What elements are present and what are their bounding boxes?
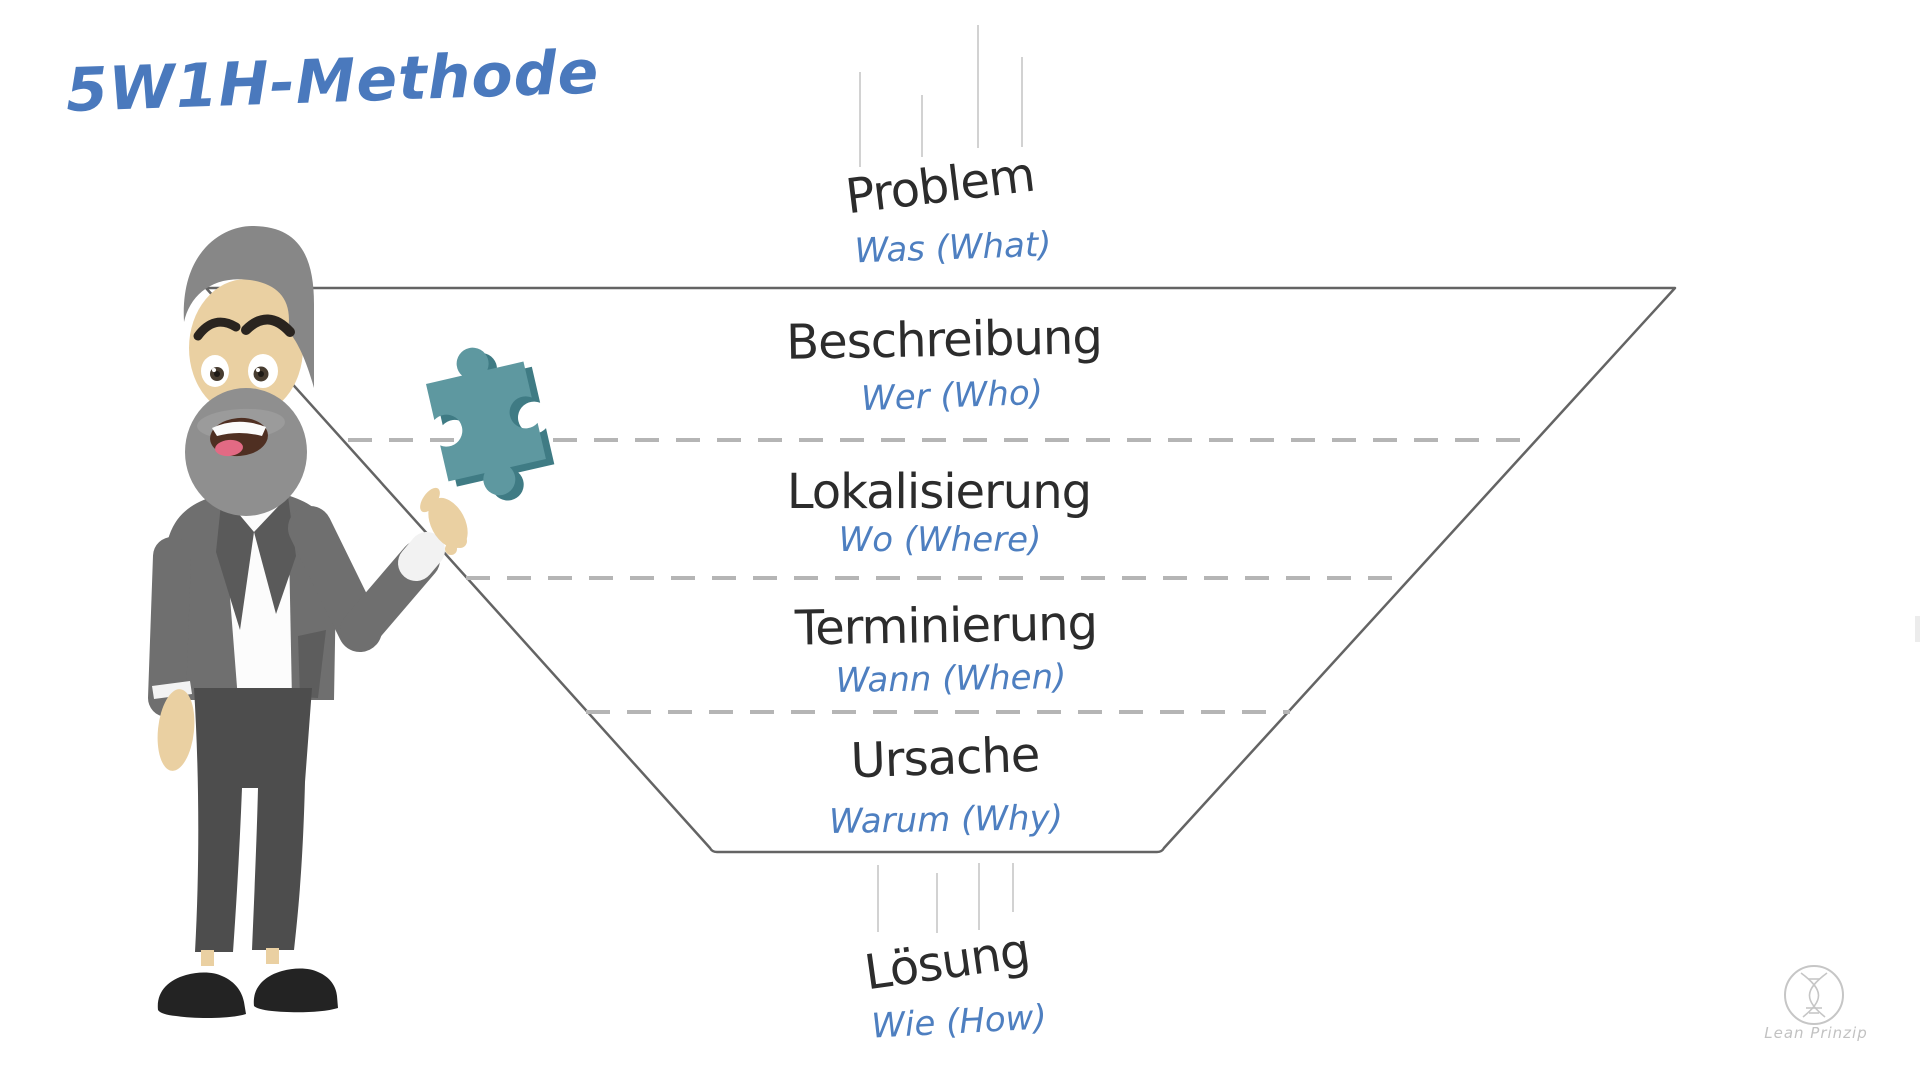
shoe: [253, 968, 338, 1013]
trousers: [194, 688, 312, 952]
funnel-outline: [204, 286, 1677, 854]
edge-artifact: [1915, 616, 1920, 642]
arm-hanging: [148, 537, 191, 717]
stage-label-ursache: Ursache: [849, 726, 1041, 790]
stage-question-was: Was (What): [853, 224, 1053, 272]
eye-highlight: [212, 368, 216, 372]
stage-label-beschreibung: Beschreibung: [785, 309, 1103, 371]
finger: [445, 543, 457, 555]
funnel-shape: [204, 286, 1677, 854]
eyebrow: [241, 314, 295, 337]
stage-label-terminierung: Terminierung: [794, 595, 1098, 657]
ankle: [201, 950, 214, 966]
stage-question-warum: Warum (Why): [828, 797, 1064, 843]
pupil: [214, 371, 220, 377]
puzzle-body: [426, 347, 546, 496]
jacket-lapel: [254, 496, 296, 614]
pupil: [258, 371, 264, 377]
logo-strand: [1808, 972, 1828, 1018]
stage-question-wo: Wo (Where): [838, 520, 1042, 560]
logo-strand: [1800, 972, 1820, 1018]
eye-highlight: [256, 368, 260, 372]
jacket-lapel: [216, 494, 254, 630]
output-drop-lines: [877, 863, 1014, 933]
stage-question-wann: Wann (When): [835, 656, 1067, 702]
hourglass-circle-icon: [1784, 965, 1844, 1025]
hand-hanging: [157, 689, 195, 771]
brand-name: Lean Prinzip: [1764, 1024, 1868, 1042]
input-drop-lines: [859, 25, 1023, 167]
puzzle-piece-icon: [426, 347, 555, 501]
thumb: [420, 487, 440, 513]
stage-question-wer: Wer (Who): [860, 372, 1044, 420]
stage-label-lokalisierung: Lokalisierung: [786, 464, 1092, 520]
shoe: [157, 972, 246, 1019]
hair: [183, 226, 314, 388]
brand-logo: [1784, 965, 1844, 1025]
finger: [453, 534, 467, 548]
ankle: [266, 948, 279, 964]
jacket-flap: [298, 630, 326, 698]
presenter-character: [148, 226, 468, 1019]
tongue: [215, 439, 243, 457]
teeth: [212, 421, 266, 436]
eyebrow: [193, 317, 241, 341]
cuff: [398, 532, 445, 581]
